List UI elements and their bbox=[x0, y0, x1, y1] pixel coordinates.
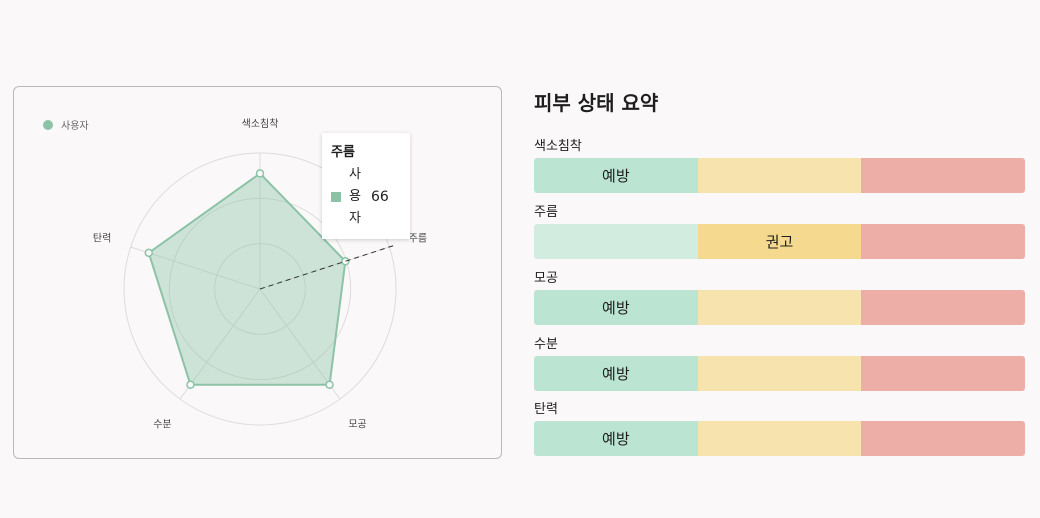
level-segment bbox=[697, 158, 862, 193]
axis-label: 탄력 bbox=[93, 233, 111, 245]
grid-spoke bbox=[259, 288, 341, 400]
level-bar: 권고 bbox=[534, 224, 1025, 259]
tooltip-category: 주름 bbox=[331, 145, 355, 160]
summary-title: 피부 상태 요약 bbox=[534, 91, 659, 115]
axis-label: 수분 bbox=[153, 418, 171, 430]
level-segment: 예방 bbox=[534, 158, 698, 193]
axis-label: 색소침착 bbox=[242, 118, 279, 130]
level-bar: 예방 bbox=[534, 290, 1025, 325]
metric-label: 모공 bbox=[534, 271, 558, 286]
level-segment bbox=[697, 290, 862, 325]
level-segment bbox=[861, 421, 1025, 456]
level-bar: 예방 bbox=[534, 158, 1025, 193]
hover-pointer-line bbox=[259, 244, 396, 290]
metric-label: 주름 bbox=[534, 205, 558, 220]
data-point-1 bbox=[255, 169, 265, 178]
level-segment: 권고 bbox=[697, 224, 862, 259]
level-segment bbox=[697, 356, 862, 391]
metric-label: 탄력 bbox=[534, 402, 558, 417]
grid-spoke bbox=[179, 288, 261, 400]
legend-marker bbox=[43, 120, 53, 130]
data-point-2 bbox=[341, 257, 350, 266]
legend-label: 사용자 bbox=[61, 120, 89, 132]
level-bar: 예방 bbox=[534, 421, 1025, 456]
level-segment: 예방 bbox=[534, 421, 698, 456]
level-segment bbox=[861, 356, 1025, 391]
level-bar: 예방 bbox=[534, 356, 1025, 391]
metric-label: 수분 bbox=[534, 337, 558, 352]
data-point-4 bbox=[186, 380, 195, 389]
level-segment: 예방 bbox=[534, 290, 698, 325]
axis-label: 주름 bbox=[409, 233, 427, 245]
data-point-3 bbox=[325, 380, 334, 389]
tooltip-series-name: 사용자 bbox=[349, 167, 361, 226]
level-segment bbox=[534, 224, 698, 259]
tooltip-value: 66 bbox=[371, 189, 389, 205]
level-segment bbox=[861, 224, 1025, 259]
level-segment bbox=[861, 290, 1025, 325]
axis-label: 모공 bbox=[348, 418, 366, 430]
metric-label: 색소침착 bbox=[534, 139, 582, 154]
data-point-5 bbox=[144, 248, 154, 258]
series-area bbox=[147, 172, 347, 386]
level-segment bbox=[861, 158, 1025, 193]
level-segment bbox=[697, 421, 862, 456]
tooltip-series-swatch bbox=[331, 192, 341, 202]
level-segment: 예방 bbox=[534, 356, 698, 391]
chart-tooltip: 주름 사용자 66 bbox=[322, 133, 410, 239]
